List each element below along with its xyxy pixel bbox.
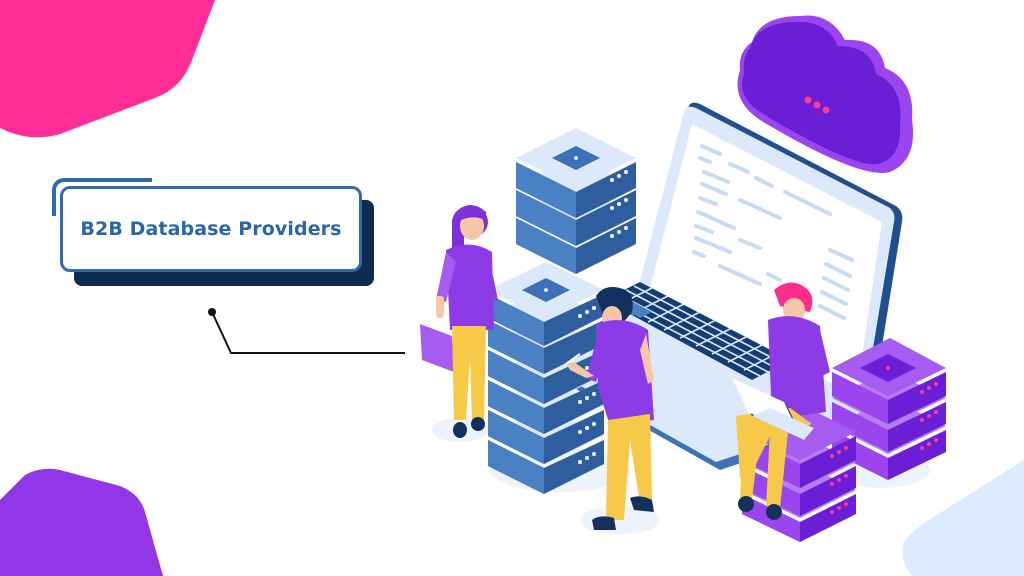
person-sitting-with-laptop xyxy=(732,282,830,520)
server-stack-top-icon xyxy=(516,128,636,274)
page-title: B2B Database Providers xyxy=(80,218,342,240)
person-woman-with-folder xyxy=(420,205,498,438)
light-blue-blob-shape xyxy=(902,460,1024,576)
pink-blob-shape xyxy=(0,0,215,138)
server-stack-tall-icon xyxy=(488,262,604,494)
cloud-icon xyxy=(737,15,914,173)
title-box: B2B Database Providers xyxy=(60,186,362,272)
keyboard xyxy=(604,282,790,380)
purple-blob-shape xyxy=(0,468,163,576)
person-man-at-server xyxy=(565,287,654,530)
title-accent-line xyxy=(52,178,152,216)
title-card: B2B Database Providers xyxy=(52,178,382,288)
